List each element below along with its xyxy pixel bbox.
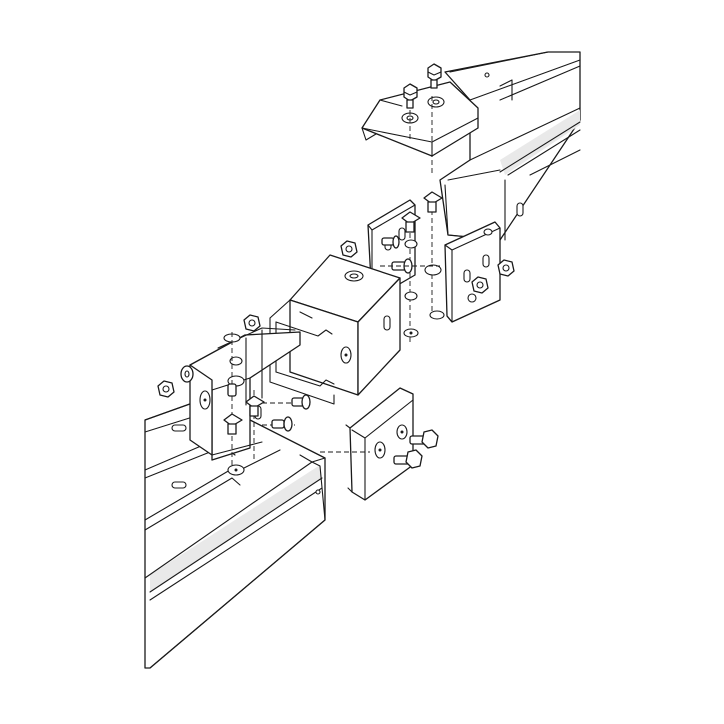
top-bolt-right [427, 63, 442, 89]
left-horizontal-bolts [262, 394, 311, 432]
bottom-plate-bolt-upper [409, 429, 439, 449]
lower-left-rail [144, 394, 326, 669]
center-box-connector [269, 254, 401, 405]
upper-right-rail [439, 51, 581, 241]
left-bracket-washer-a [180, 365, 194, 383]
upper-left-bolt [381, 235, 400, 249]
upper-left-nut [340, 240, 358, 258]
right-side-bracket [444, 221, 501, 323]
left-bracket-nut-b [157, 380, 175, 398]
right-bracket-nut-lower [471, 276, 489, 294]
left-vertical-bolts [223, 332, 265, 476]
right-bracket-nut-upper [497, 259, 515, 277]
upper-horizontal-bolt [380, 258, 440, 274]
left-side-bracket [189, 327, 301, 461]
left-bracket-top-nut [243, 314, 261, 332]
bottom-side-plate [320, 387, 414, 501]
bottom-plate-bolt-lower [393, 449, 423, 469]
upper-vertical-bolts [401, 191, 445, 345]
top-cap-bracket [361, 81, 479, 175]
top-bolt-left [403, 83, 418, 109]
